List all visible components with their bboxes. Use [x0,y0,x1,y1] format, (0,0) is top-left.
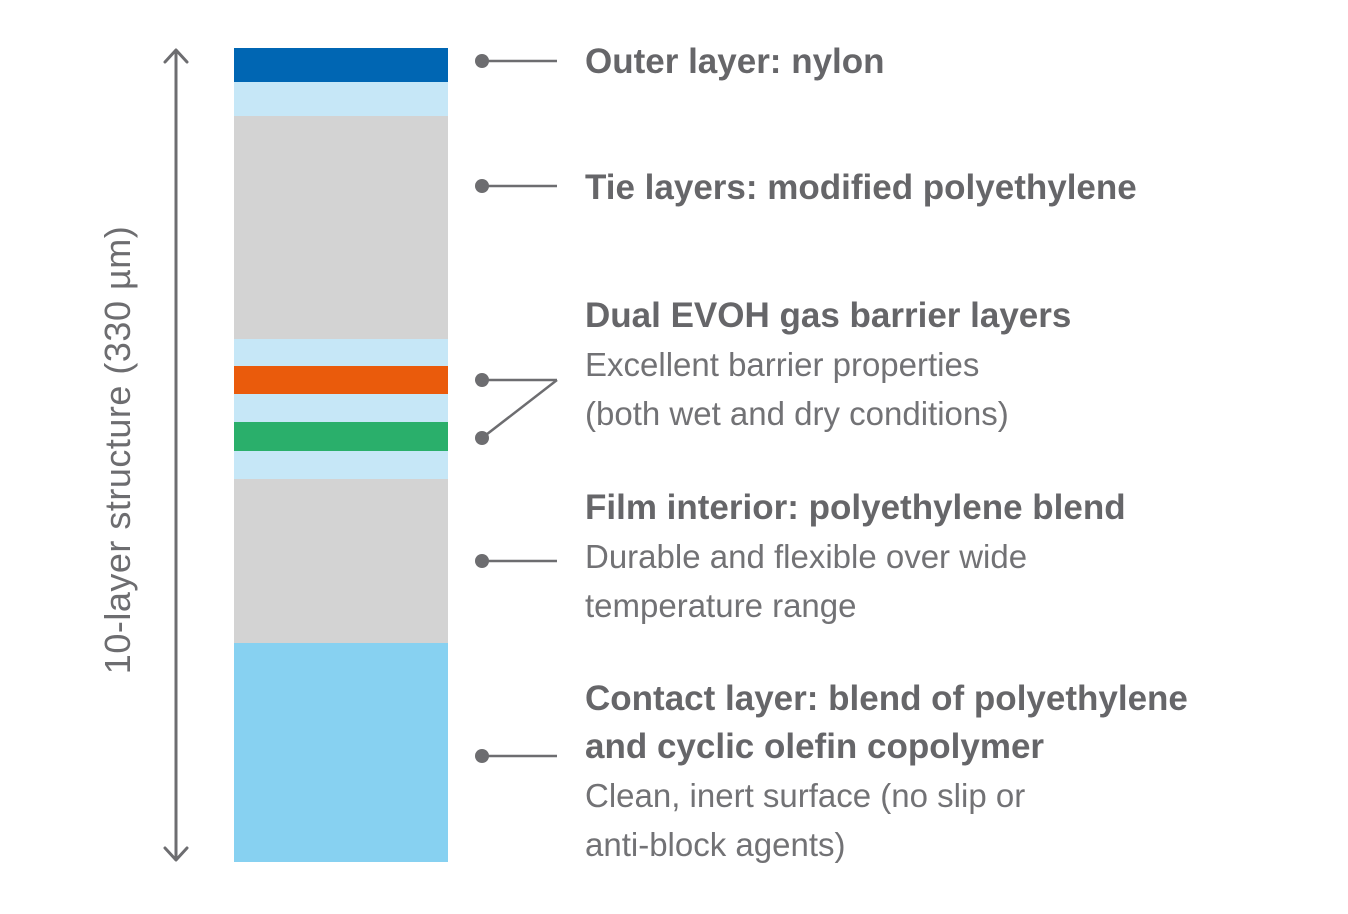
thickness-arrow [163,48,189,862]
callout-contact-layer: Contact layer: blend of polyethylene and… [585,675,1325,869]
callout-film-interior: Film interior: polyethylene blend Durabl… [585,484,1325,630]
callout-interior-desc-line1: Durable and flexible over wide [585,538,1028,575]
callout-evoh-desc-line2: (both wet and dry conditions) [585,395,1009,432]
layer-polyethylene-blend [234,479,448,643]
layer-evoh-1 [234,366,448,394]
layer-polyethylene [234,116,448,339]
callout-contact-title-line1: Contact layer: blend of polyethylene [585,679,1188,718]
leader-interior [475,554,557,568]
layer-evoh-2 [234,422,448,451]
callout-contact-desc-line1: Clean, inert surface (no slip or [585,777,1026,814]
layer-tie-2 [234,339,448,366]
leader-evoh [475,373,558,445]
layer-tie-1 [234,82,448,116]
layer-contact [234,643,448,862]
leader-outer [475,54,557,68]
layer-stack [234,48,448,862]
leader-tie [475,179,557,193]
layer-nylon [234,48,448,82]
callout-evoh-title: Dual EVOH gas barrier layers [585,296,1072,335]
layer-tie-3 [234,394,448,422]
callout-outer-title: Outer layer: nylon [585,42,885,81]
leader-contact [475,749,557,763]
callout-outer-layer: Outer layer: nylon [585,38,1325,86]
callout-evoh-desc-line1: Excellent barrier properties [585,346,980,383]
callout-interior-title: Film interior: polyethylene blend [585,488,1126,527]
callout-interior-desc-line2: temperature range [585,587,857,624]
callout-evoh-layers: Dual EVOH gas barrier layers Excellent b… [585,292,1325,438]
axis-label: 10-layer structure (330 µm) [97,225,138,675]
callout-tie-layers: Tie layers: modified polyethylene [585,164,1325,212]
callout-contact-desc-line2: anti-block agents) [585,826,846,863]
callout-tie-title: Tie layers: modified polyethylene [585,168,1137,207]
callout-contact-title-line2: and cyclic olefin copolymer [585,727,1045,766]
layer-tie-4 [234,451,448,479]
